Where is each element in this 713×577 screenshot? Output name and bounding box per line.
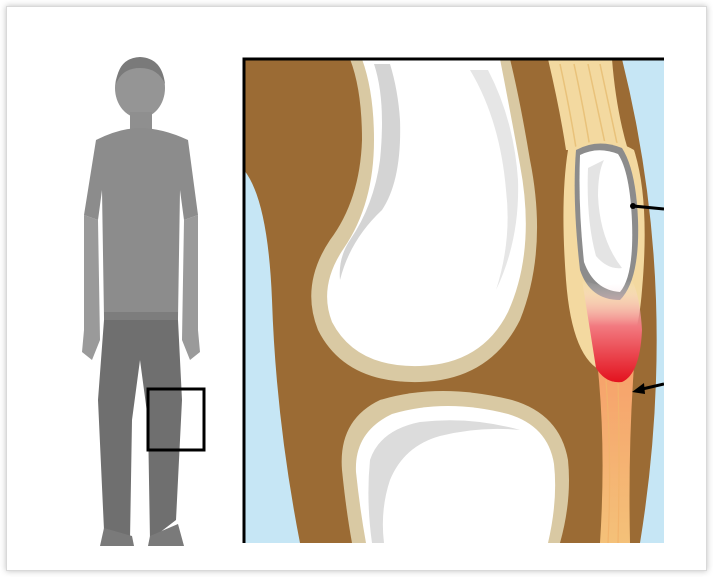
person-silhouette-icon [82, 57, 200, 546]
patellar-tendon [598, 366, 634, 543]
knee-detail-panel [244, 59, 664, 543]
tibia-bone [342, 391, 569, 543]
